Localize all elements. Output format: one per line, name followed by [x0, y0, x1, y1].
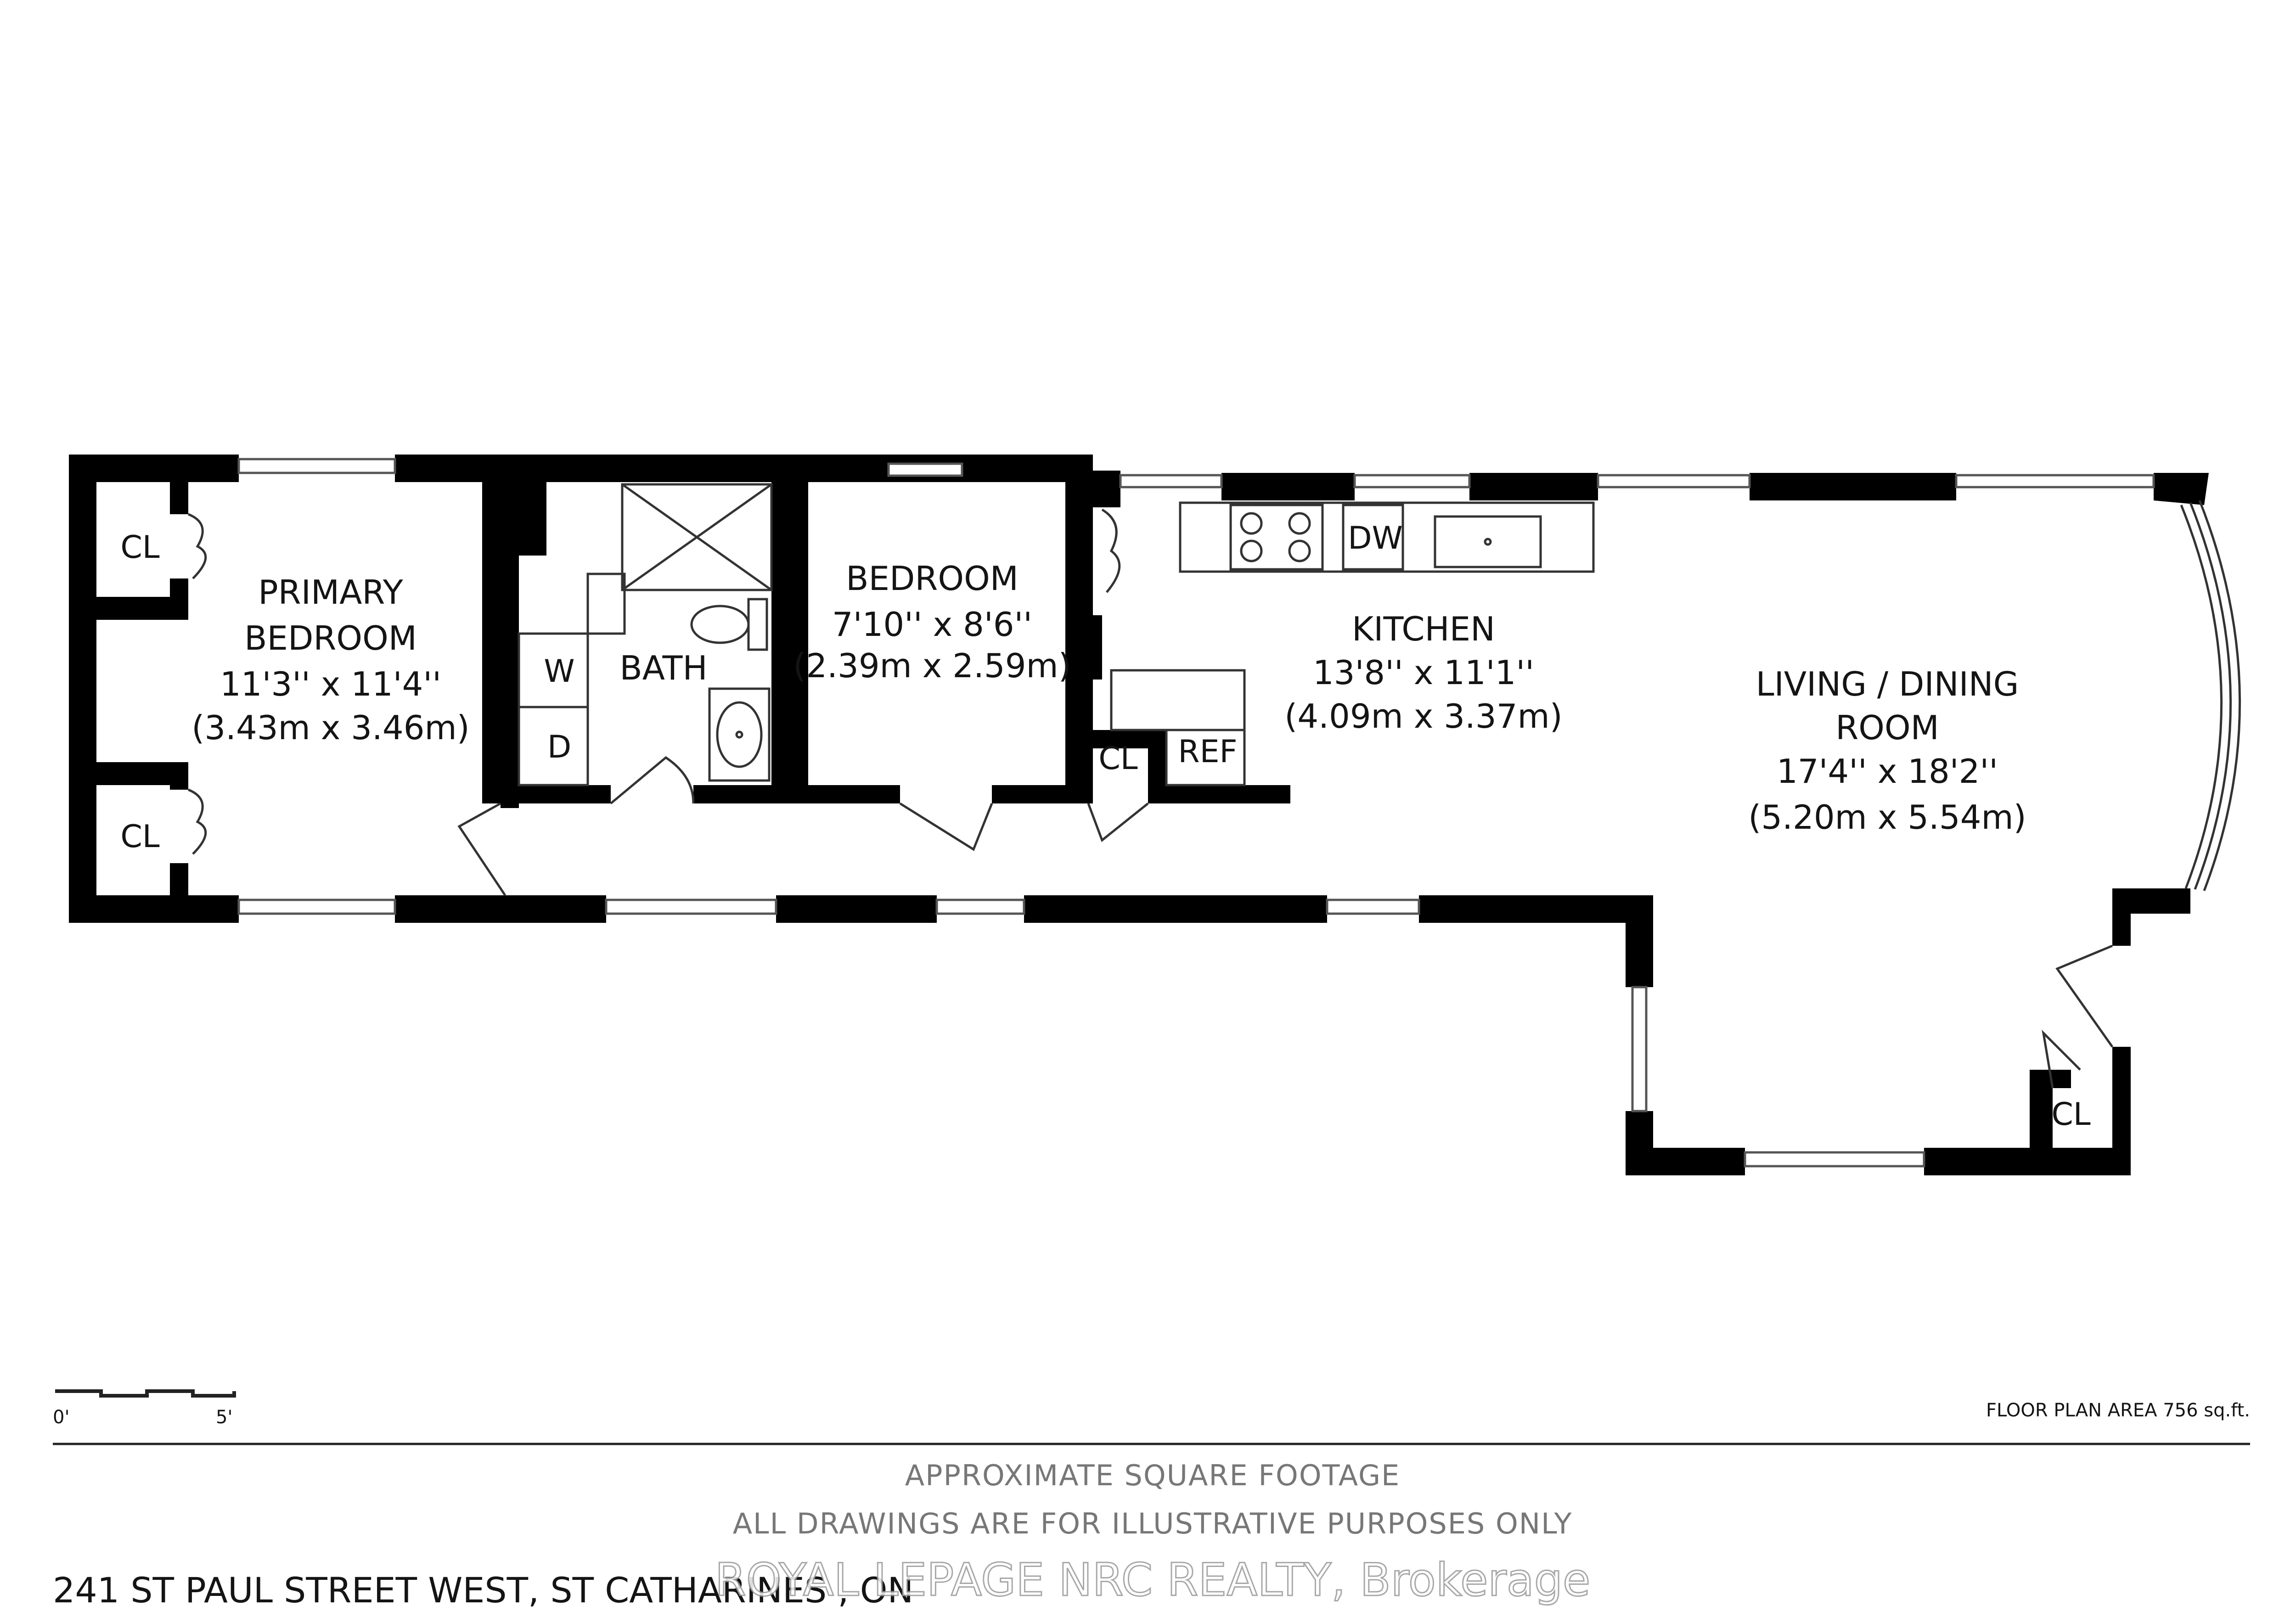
scale-start: 0' [53, 1407, 69, 1428]
kitchen-name: KITCHEN [1352, 610, 1495, 648]
refrigerator-label: REF [1178, 734, 1237, 770]
exterior-walls [69, 455, 2209, 1175]
disclaimer-line1: APPROXIMATE SQUARE FOOTAGE [905, 1459, 1400, 1492]
primary-bedroom-size-imperial: 11'3'' x 11'4'' [220, 665, 441, 703]
primary-bedroom-name-line1: PRIMARY [258, 573, 403, 612]
kitchen-size-metric: (4.09m x 3.37m) [1284, 697, 1562, 736]
scale-bar: 0' 5' [53, 1389, 236, 1428]
scale-end: 5' [216, 1407, 232, 1428]
fixture-labels: CL CL W D DW REF CL CL [120, 520, 2090, 1133]
bedroom-size-imperial: 7'10'' x 8'6'' [832, 605, 1032, 644]
living-dining-size-metric: (5.20m x 5.54m) [1748, 798, 2026, 837]
living-dining-size-imperial: 17'4'' x 18'2'' [1777, 752, 1998, 791]
dryer-label: D [547, 729, 571, 765]
fixtures [188, 483, 2114, 1089]
kitchen-size-imperial: 13'8'' x 11'1'' [1313, 653, 1534, 692]
closet-label-primary-top: CL [120, 529, 159, 566]
room-labels: PRIMARY BEDROOM 11'3'' x 11'4'' (3.43m x… [191, 559, 2026, 837]
windows [237, 458, 2241, 1168]
bath-name: BATH [619, 649, 707, 687]
closet-label-kitchen: CL [1098, 741, 1137, 777]
washer-label: W [544, 653, 574, 690]
bedroom-name: BEDROOM [846, 559, 1019, 598]
living-dining-name-line1: LIVING / DINING [1756, 665, 2019, 703]
brokerage-watermark: ROYAL LEPAGE NRC REALTY, Brokerage [715, 1554, 1591, 1606]
interior-walls [92, 482, 1290, 900]
property-address: 241 ST PAUL STREET WEST, ST CATHARINES ,… [53, 1570, 913, 1611]
disclaimer-line2: ALL DRAWINGS ARE FOR ILLUSTRATIVE PURPOS… [733, 1507, 1573, 1540]
living-dining-name-line2: ROOM [1835, 708, 1939, 747]
primary-bedroom-name-line2: BEDROOM [244, 619, 417, 657]
closet-label-living: CL [2051, 1096, 2090, 1133]
floor-plan-area: FLOOR PLAN AREA 756 sq.ft. [1986, 1400, 2250, 1421]
bedroom-size-metric: (2.39m x 2.59m) [793, 646, 1071, 685]
closet-label-primary-bottom: CL [120, 819, 159, 855]
primary-bedroom-size-metric: (3.43m x 3.46m) [191, 708, 469, 747]
dishwasher-label: DW [1348, 520, 1403, 556]
